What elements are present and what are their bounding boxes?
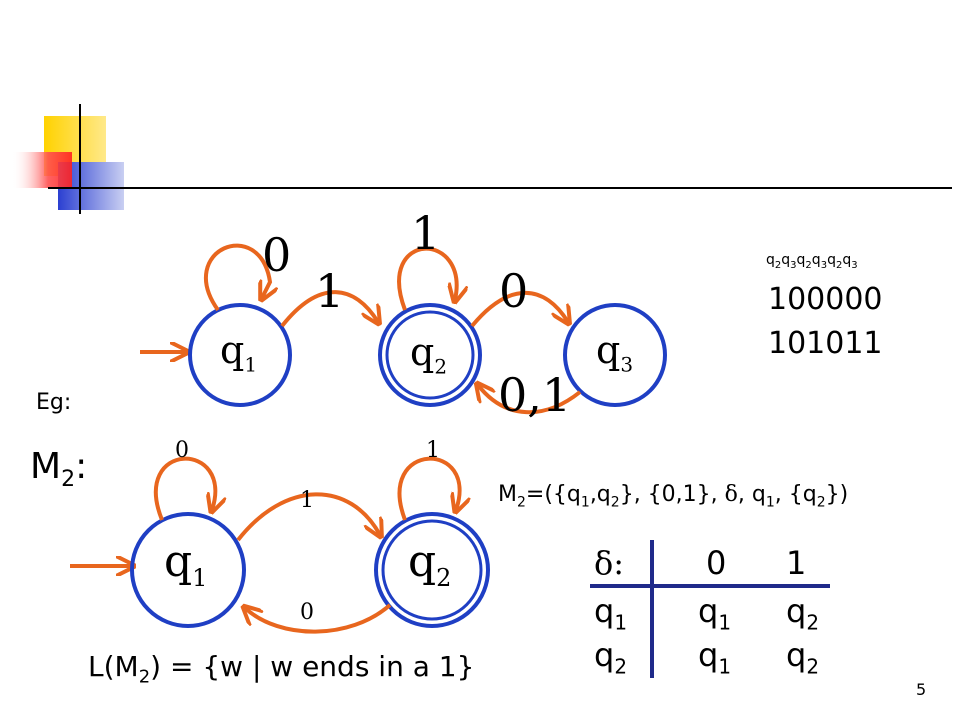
transition-table: δ: 0 1 q1 q1 q2 q2 q1 q2 xyxy=(590,540,840,680)
table-col-1: 1 xyxy=(786,544,807,582)
m1-state-q2-inner xyxy=(385,310,475,400)
m1-input-1: 100000 xyxy=(768,282,883,317)
m2-state-q2-outer xyxy=(374,512,490,628)
m1-input-2: 101011 xyxy=(768,326,883,361)
m1-edge-q1-q2 xyxy=(280,290,378,326)
m1-edge-label-q3-q2: 0,1 xyxy=(498,368,572,422)
sequence-state-4: q2 xyxy=(827,252,843,271)
m1-edge-label-q1-loop: 0 xyxy=(262,228,292,282)
sequence-state-0: q2 xyxy=(766,252,782,271)
m2-label-q1: q1 xyxy=(164,536,208,592)
m1-state-sequence: q2q3q2q3q2q3 xyxy=(766,252,858,271)
m1-loop-q1 xyxy=(203,243,270,312)
m1-label-q1: q1 xyxy=(220,328,258,377)
m1-edge-label-q1-q2: 1 xyxy=(315,264,345,318)
m1-state-q2-outer xyxy=(378,303,482,407)
m2-edge-label-q2-loop: 1 xyxy=(426,438,440,463)
table-row-1-state: q2 xyxy=(594,636,628,679)
m1-label-q3: q3 xyxy=(596,328,634,377)
m2-name: M2: xyxy=(30,446,88,493)
language-statement: L(M2) = {w | w ends in a 1} xyxy=(88,650,475,688)
table-col-0: 0 xyxy=(706,544,727,582)
m1-state-q3 xyxy=(563,303,667,407)
table-row-0-state: q1 xyxy=(594,592,628,635)
m2-edge-label-q1-loop: 0 xyxy=(175,438,189,463)
table-corner: δ: xyxy=(594,544,625,582)
m2-edge-label-q1-q2: 1 xyxy=(300,488,314,513)
sequence-state-2: q2 xyxy=(796,252,812,271)
table-row-0-cell-0: q1 xyxy=(698,592,732,635)
m1-edge-q2-q3 xyxy=(470,290,568,326)
table-row-1-cell-0: q1 xyxy=(698,636,732,679)
ornament-red-square xyxy=(12,152,72,188)
m2-state-q2-inner xyxy=(381,519,483,621)
m2-state-q1 xyxy=(130,512,246,628)
m2-definition: M2=({q1,q2}, {0,1}, δ, q1, {q2}) xyxy=(498,482,849,511)
eg-label: Eg: xyxy=(36,390,72,415)
m2-loop-q1 xyxy=(153,456,215,521)
m1-state-q1 xyxy=(188,303,292,407)
page-number: 5 xyxy=(916,680,927,699)
m1-edge-label-q2-q3: 0 xyxy=(499,264,529,318)
sequence-state-3: q3 xyxy=(811,252,828,271)
m2-edge-q2-q1 xyxy=(245,605,392,634)
m2-loop-q2 xyxy=(397,456,460,521)
sequence-state-1: q3 xyxy=(781,252,797,271)
m1-label-q2: q2 xyxy=(410,330,448,379)
m1-edge-q3-q2 xyxy=(478,385,582,415)
m2-edge-label-q2-q1: 0 xyxy=(300,600,314,625)
m2-edge-q1-q2 xyxy=(236,492,380,540)
table-row-1-cell-1: q2 xyxy=(786,636,820,679)
table-row-0-cell-1: q2 xyxy=(786,592,820,635)
title-ornament xyxy=(0,0,960,220)
m1-loop-q2 xyxy=(397,246,457,311)
sequence-state-5: q3 xyxy=(842,252,858,271)
m2-label-q2: q2 xyxy=(408,536,452,592)
m1-edge-label-q2-loop: 1 xyxy=(411,206,441,260)
